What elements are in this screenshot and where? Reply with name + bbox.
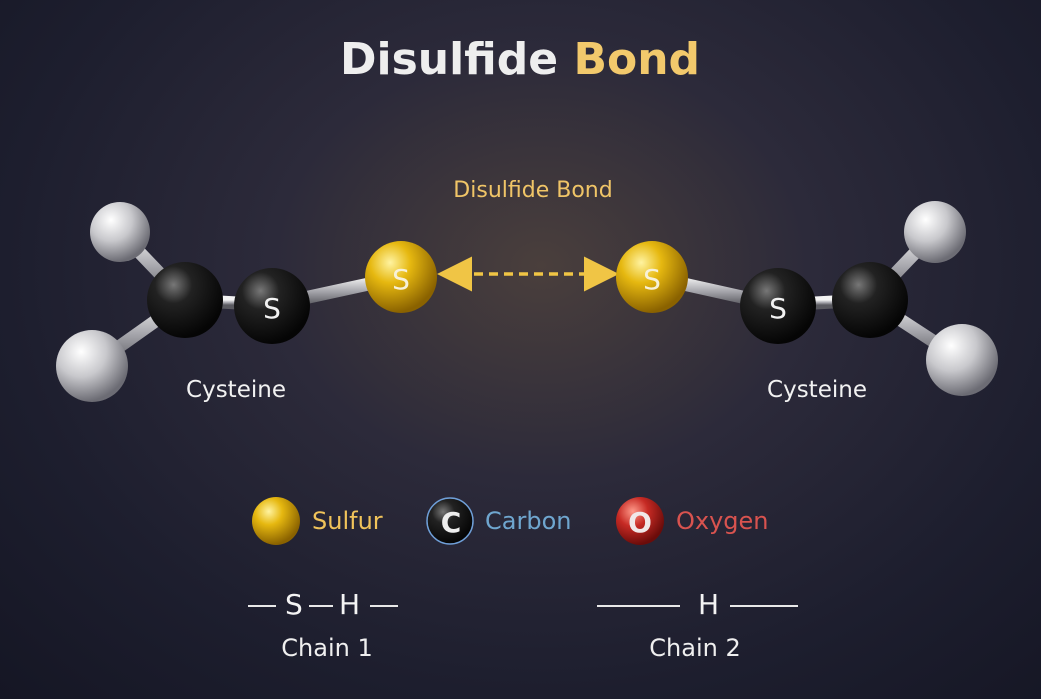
bond-line — [309, 605, 333, 607]
hydrogen-atom — [56, 330, 128, 402]
right-molecule-label: Cysteine — [767, 377, 867, 403]
chain2-label: Chain 2 — [649, 634, 741, 662]
chain1-label: Chain 1 — [281, 634, 373, 662]
oxygen-legend-symbol: O — [628, 506, 652, 539]
left-molecule-label: Cysteine — [186, 377, 286, 403]
hydrogen-atom — [90, 202, 150, 262]
oxygen-legend-icon — [616, 497, 664, 545]
atom-label: S — [769, 292, 787, 325]
legend-carbon-label: Carbon — [485, 507, 572, 535]
bond-label: Disulfide Bond — [453, 178, 613, 203]
atom-label: S — [392, 263, 410, 296]
atom-label: S — [643, 263, 661, 296]
carbon-atom — [832, 262, 908, 338]
legend-sulfur-label: Sulfur — [312, 507, 383, 535]
atom-label: S — [263, 292, 281, 325]
sulfur-legend-icon — [252, 497, 300, 545]
legend-oxygen-label: Oxygen — [676, 507, 769, 535]
bond-line — [370, 605, 398, 607]
title-part1: Disulfide — [339, 34, 559, 85]
hydrogen-atom — [926, 324, 998, 396]
carbon-legend-icon — [426, 497, 474, 545]
carbon-legend-symbol: C — [441, 506, 462, 539]
bond-line — [248, 605, 276, 607]
title-part2: Bond — [573, 34, 701, 85]
sulfur-atom-dark — [234, 268, 310, 344]
chain1-sulfur: S — [285, 588, 303, 621]
chain2-hydrogen: H — [698, 588, 720, 621]
chain1-hydrogen: H — [339, 588, 361, 621]
sulfur-atom — [616, 241, 688, 313]
page-title: Disulfide Bond — [340, 34, 700, 85]
bond-line — [597, 605, 680, 607]
sulfur-atom — [365, 241, 437, 313]
carbon-atom — [147, 262, 223, 338]
sulfur-atom-dark — [740, 268, 816, 344]
hydrogen-atom — [904, 201, 966, 263]
legend-icons: C O — [252, 497, 664, 545]
bond-line — [730, 605, 798, 607]
